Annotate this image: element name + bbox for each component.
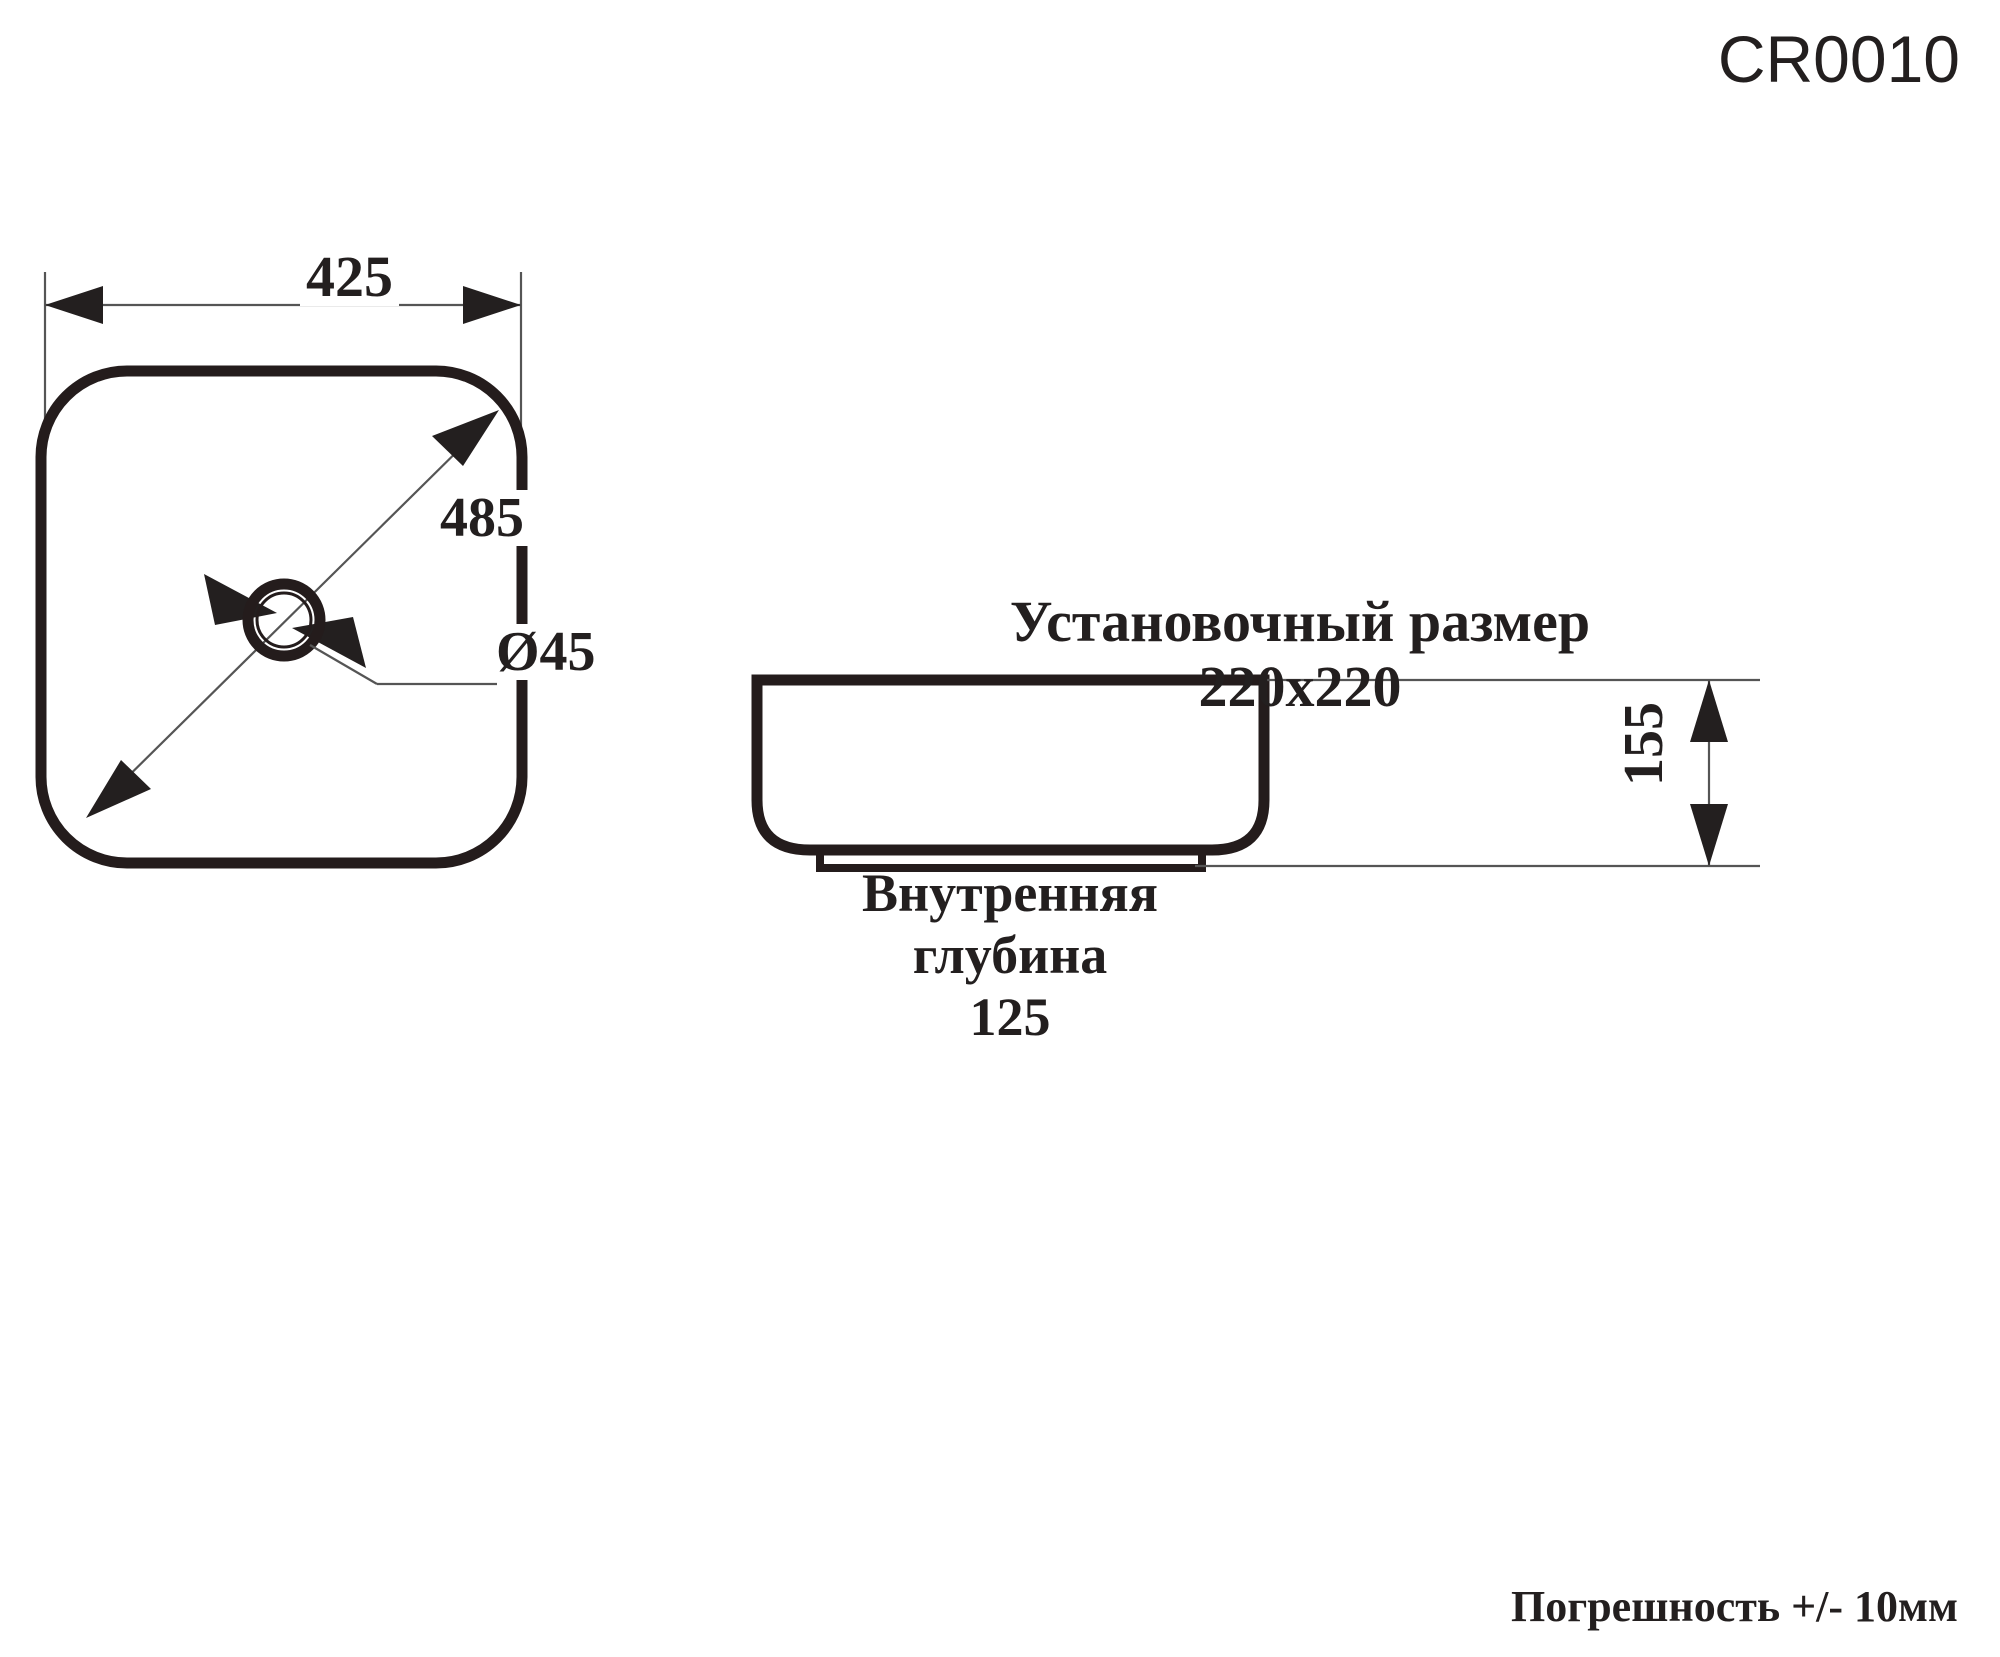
install-size-caption: Установочный размер xyxy=(1009,589,1591,654)
dimension-label-drain-diameter: Ø45 xyxy=(492,624,600,680)
tolerance-note: Погрешность +/- 10мм xyxy=(1510,1582,1958,1631)
page-title: CR0010 xyxy=(1717,22,1960,96)
basin-profile-outline xyxy=(751,674,1270,856)
inner-depth-note: Внутренняя глубина 125 xyxy=(760,862,1260,1048)
dimension-label-width: 425 xyxy=(300,248,399,306)
side-extension-lines xyxy=(1195,678,1760,868)
drain-inner-circle xyxy=(255,591,313,649)
install-size-value: 220x220 xyxy=(1198,653,1402,719)
dimension-line-485 xyxy=(86,410,499,818)
basin-plan-outline xyxy=(35,365,528,869)
drain-outer-ring xyxy=(242,578,326,662)
dimension-label-diagonal: 485 xyxy=(434,490,530,546)
inner-depth-caption: Внутренняя глубина xyxy=(862,863,1158,986)
leader-line-diameter45 xyxy=(309,644,497,686)
dimension-line-425 xyxy=(45,286,521,324)
basin-foot-plinth xyxy=(816,847,1206,872)
inner-depth-value: 125 xyxy=(969,987,1051,1048)
dimension-line-155 xyxy=(1690,680,1728,866)
install-size-note: Установочный размер 220x220 xyxy=(900,589,1700,720)
